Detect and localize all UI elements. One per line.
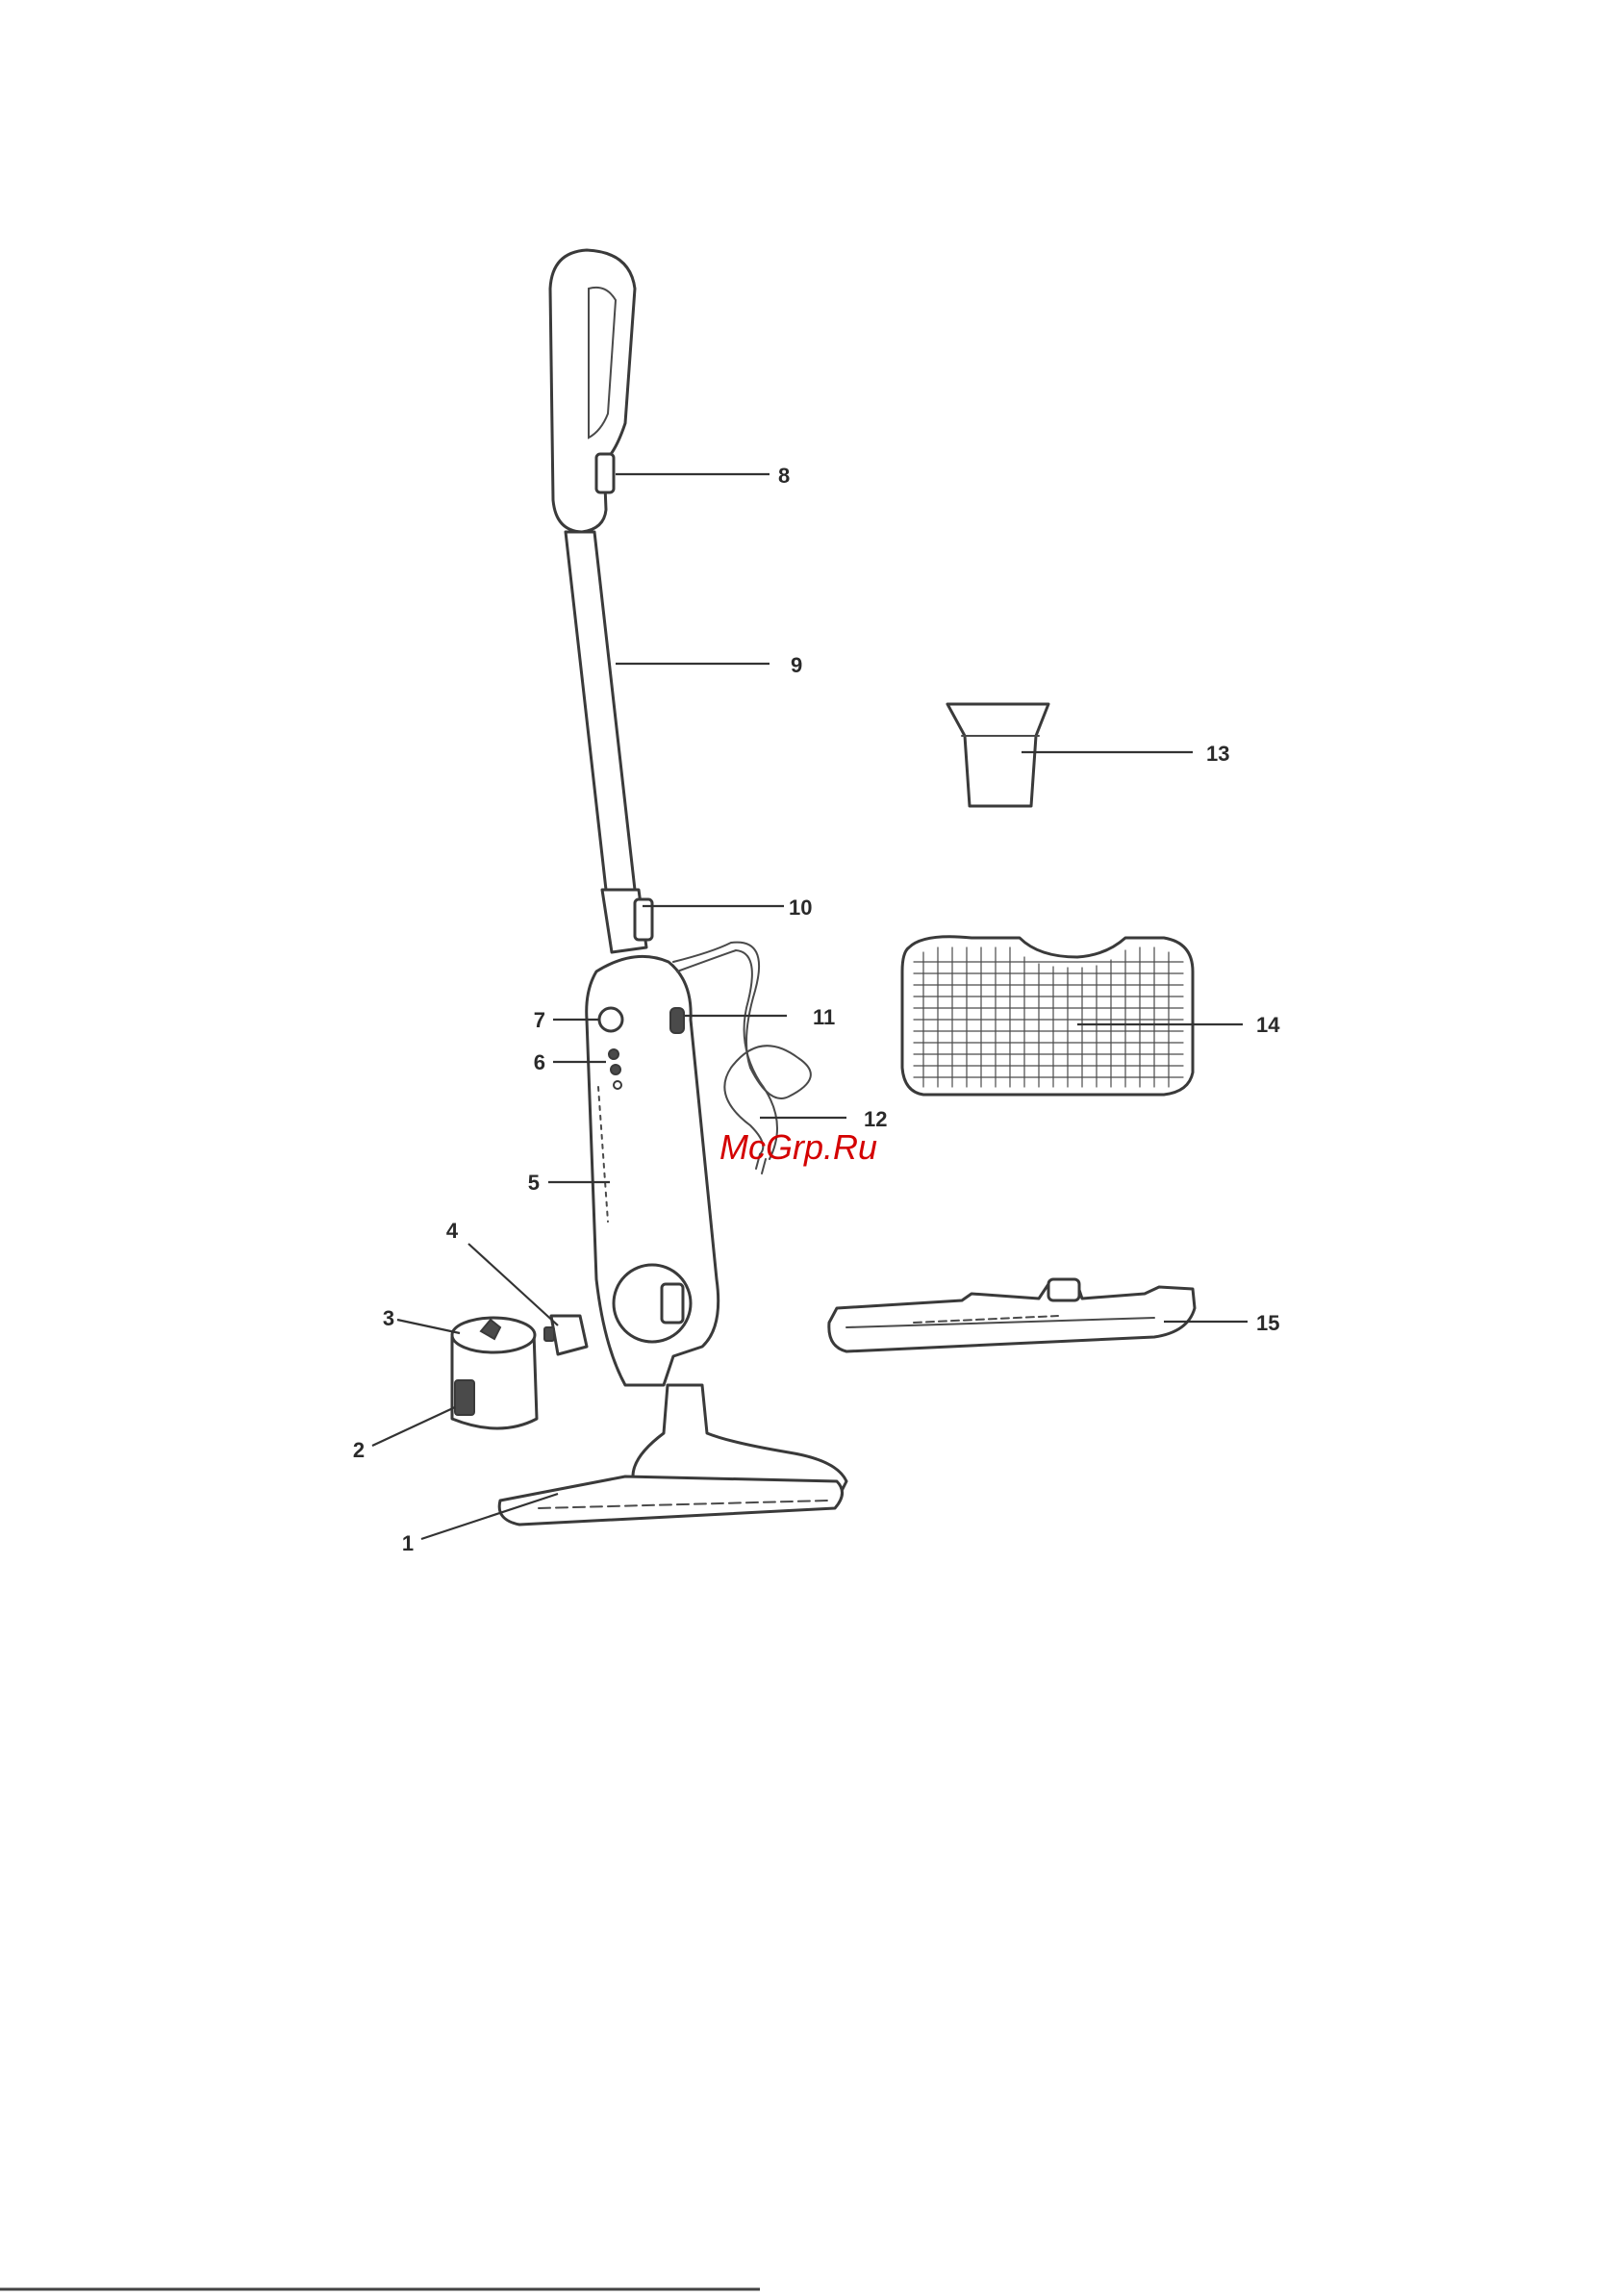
water-tank-illustration [452,1316,587,1428]
handle-grip [550,250,635,532]
callout-1: 1 [402,1531,414,1555]
callout-8: 8 [778,464,790,488]
callout-4: 4 [446,1219,459,1243]
filter-cartridge [551,1316,587,1354]
callout-13: 13 [1206,742,1229,766]
side-button [670,1008,684,1033]
power-button [599,1008,622,1031]
cloth-pad [902,937,1193,1095]
handle-clip [596,454,614,492]
callout-14: 14 [1256,1013,1280,1037]
callout-10: 10 [789,896,812,920]
callout-9: 9 [791,653,802,677]
callout-11: 11 [813,1005,835,1029]
callout-6: 6 [534,1050,545,1074]
callout-15: 15 [1256,1311,1279,1335]
callout-7: 7 [534,1008,545,1032]
tank-window [455,1380,474,1415]
measuring-cup [947,704,1048,806]
callout-2: 2 [353,1438,365,1462]
indicator-light [609,1049,618,1059]
carpet-glider [829,1279,1195,1351]
callout-5: 5 [528,1171,540,1195]
callout-3: 3 [383,1306,394,1330]
mop-head [499,1476,842,1525]
watermark-text: McGrp.Ru [719,1127,877,1167]
upper-tube [566,532,635,890]
